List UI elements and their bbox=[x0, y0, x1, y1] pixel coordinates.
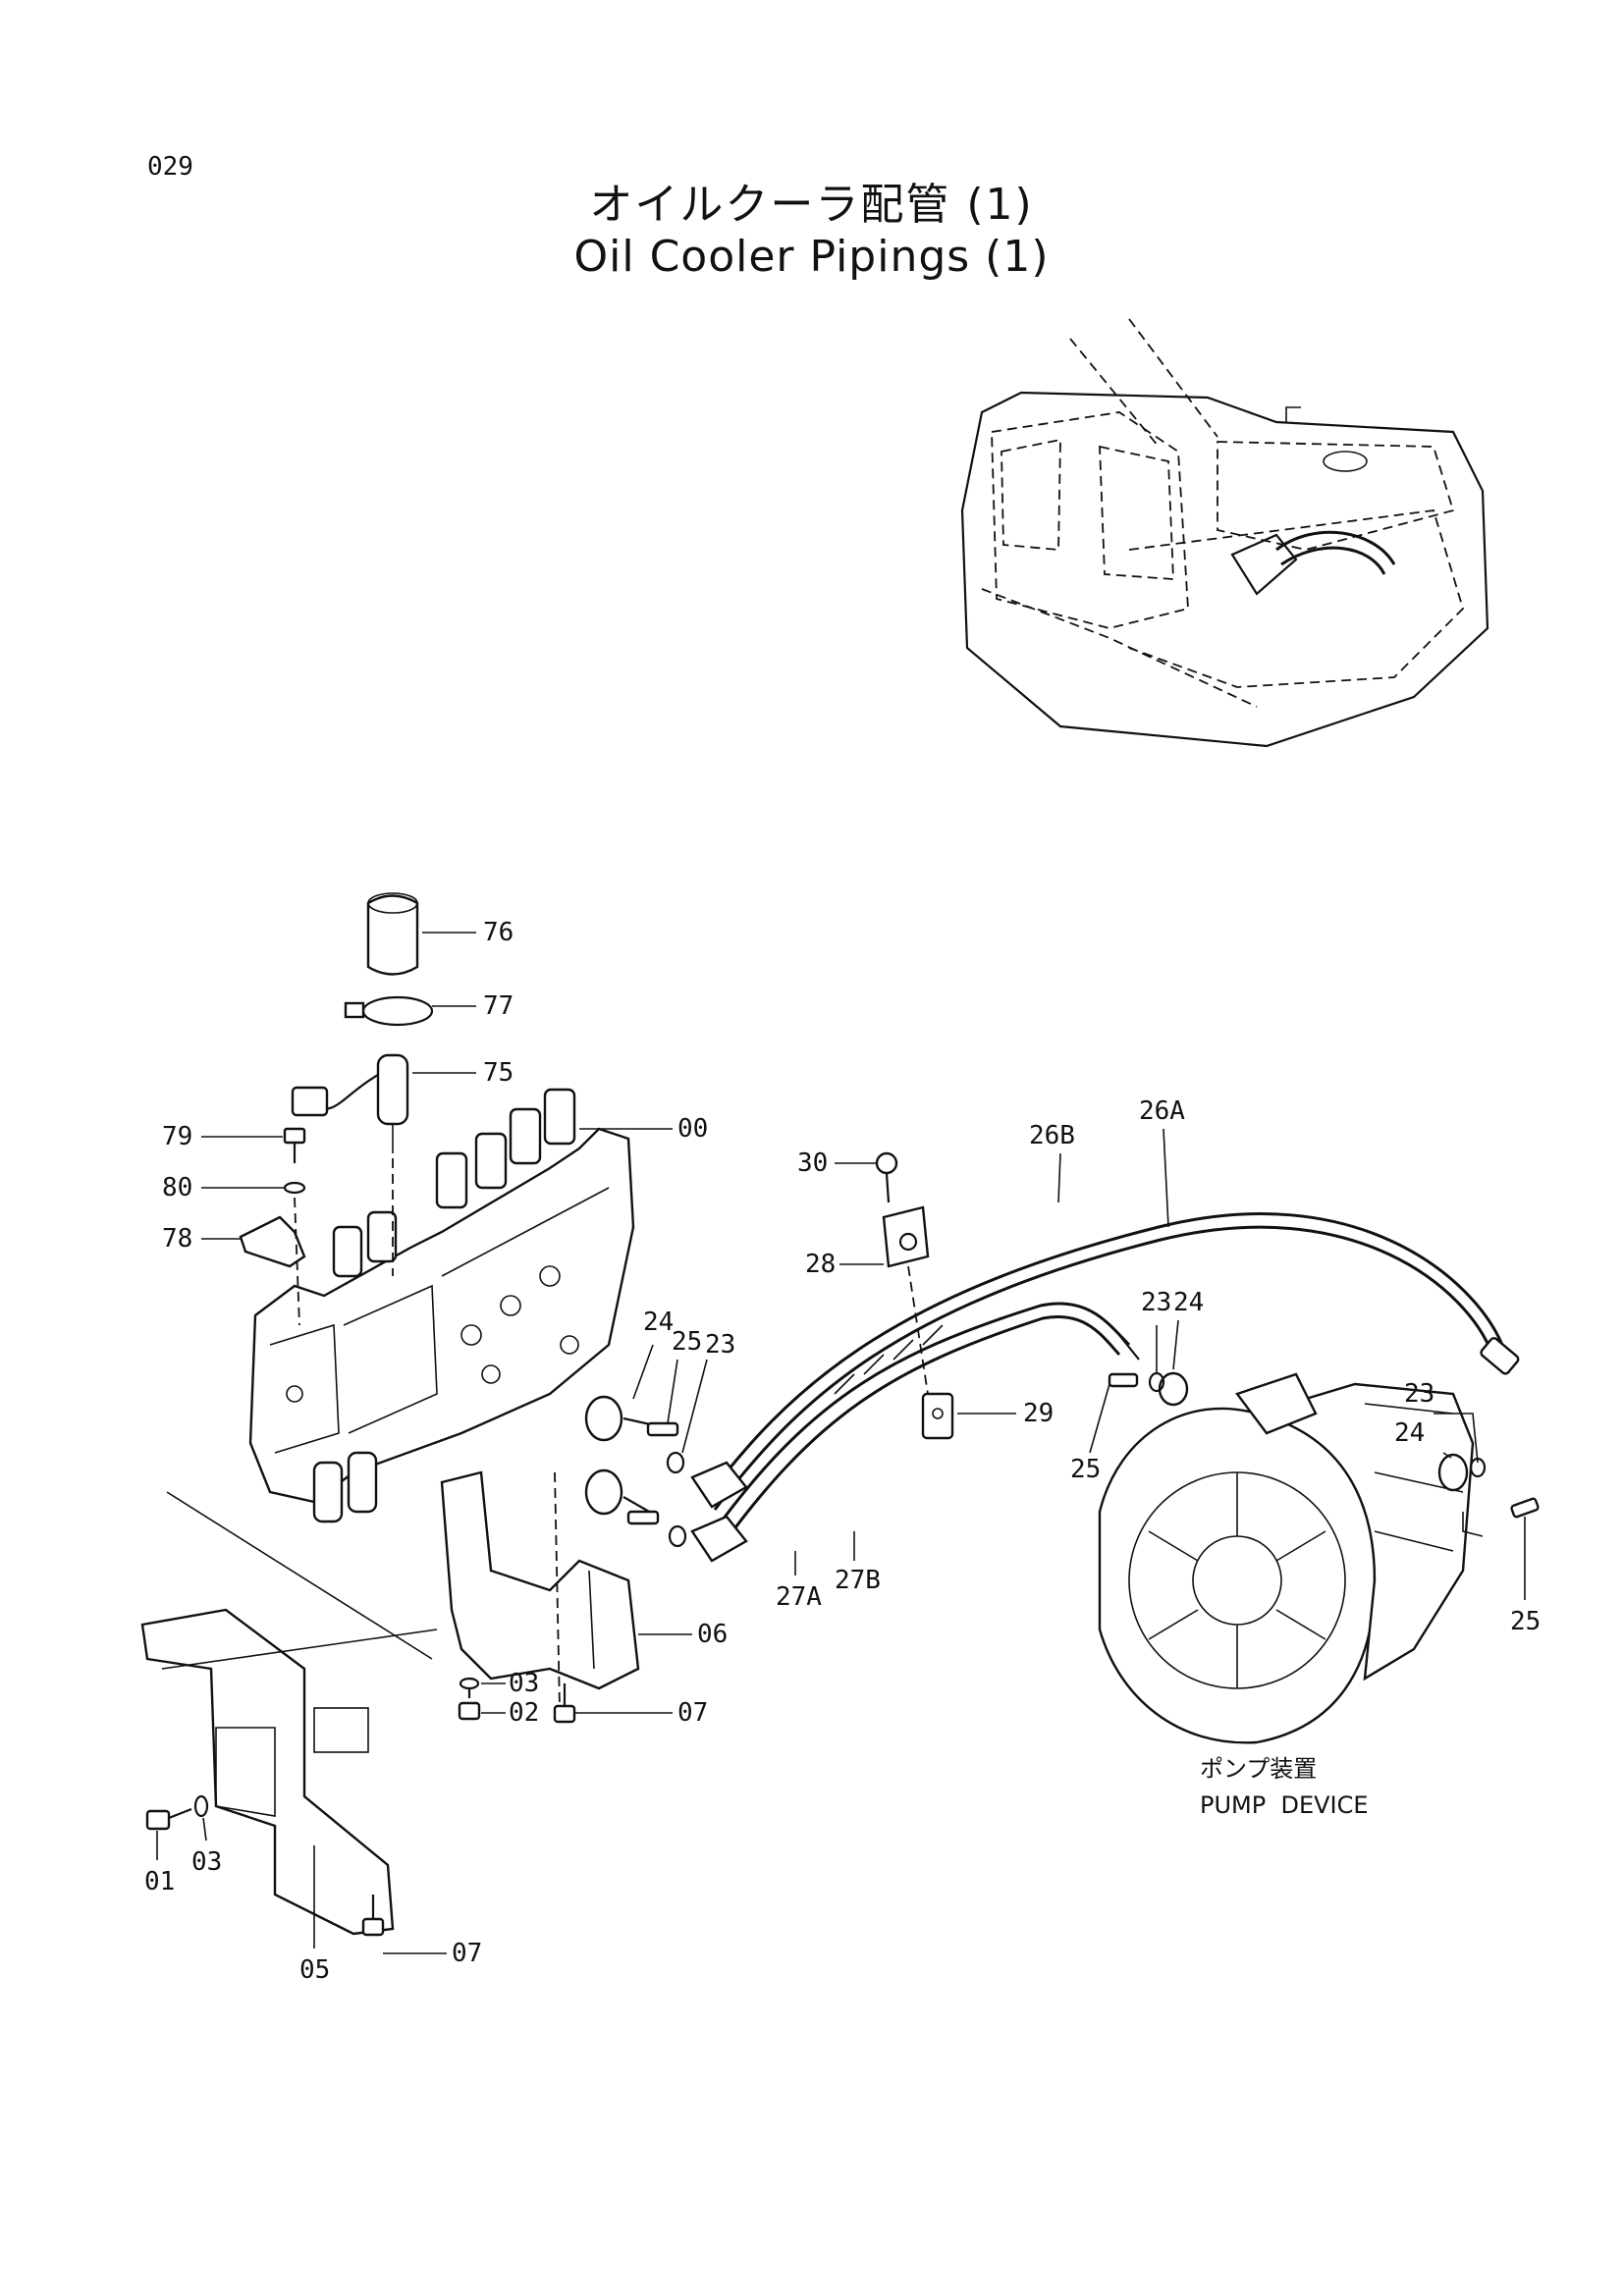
filter-cap-part bbox=[366, 892, 419, 976]
bracket-05 bbox=[140, 1491, 438, 1936]
callout-06: 06 bbox=[697, 1620, 728, 1649]
band-clamp-part bbox=[344, 995, 434, 1027]
clamp-plate-29 bbox=[921, 1392, 954, 1440]
callout-78: 78 bbox=[162, 1224, 192, 1254]
page-title-english: Oil Cooler Pipings (1) bbox=[573, 232, 1050, 282]
callout-03-bracket: 03 bbox=[509, 1669, 539, 1698]
washer-03-left bbox=[193, 1794, 209, 1818]
washer-03-bracket bbox=[459, 1677, 480, 1690]
callout-23-pump-right: 23 bbox=[1404, 1379, 1434, 1409]
pump-device-label-english: PUMP DEVICE bbox=[1200, 1791, 1369, 1819]
clamp-bolt-30 bbox=[875, 1151, 929, 1395]
callout-00: 00 bbox=[677, 1114, 708, 1144]
callout-07-upper: 07 bbox=[677, 1698, 708, 1728]
bracket-06 bbox=[440, 1470, 640, 1709]
page-title-japanese: オイルクーラ配管 (1) bbox=[589, 180, 1034, 230]
callout-76: 76 bbox=[483, 918, 514, 947]
callout-02: 02 bbox=[509, 1698, 539, 1728]
callout-27a: 27A bbox=[776, 1582, 822, 1612]
bolt-01 bbox=[145, 1807, 192, 1831]
callout-25-valve: 25 bbox=[672, 1327, 702, 1357]
valve-flange-lower bbox=[584, 1468, 687, 1548]
callout-05: 05 bbox=[299, 1955, 330, 1985]
callout-23-pump-left: 23 bbox=[1141, 1288, 1171, 1317]
bolt-02 bbox=[458, 1688, 481, 1721]
callout-80: 80 bbox=[162, 1173, 192, 1202]
valve-flange-upper bbox=[584, 1395, 685, 1474]
pump-device-illustration bbox=[1098, 1371, 1540, 1744]
callout-07-lower: 07 bbox=[452, 1939, 482, 1968]
excavator-overview-illustration bbox=[960, 318, 1489, 748]
callout-26a: 26A bbox=[1139, 1096, 1185, 1126]
callout-24-pump-left: 24 bbox=[1173, 1288, 1204, 1317]
callout-28: 28 bbox=[805, 1250, 836, 1279]
hose-fittings bbox=[690, 1334, 1140, 1563]
callout-03-left: 03 bbox=[191, 1847, 222, 1877]
callout-26b: 26B bbox=[1029, 1121, 1075, 1150]
bolt-07-upper bbox=[553, 1683, 576, 1724]
callout-75: 75 bbox=[483, 1058, 514, 1088]
hose-26a bbox=[705, 1212, 1520, 1511]
callout-24-valve: 24 bbox=[643, 1308, 674, 1337]
hose-clamp-28 bbox=[882, 1205, 930, 1268]
pump-device-label-japanese: ポンプ装置 bbox=[1200, 1755, 1317, 1783]
callout-27b: 27B bbox=[835, 1566, 881, 1595]
callout-01: 01 bbox=[144, 1867, 175, 1896]
leader-lines bbox=[156, 932, 1526, 1954]
sensor-switch-part bbox=[291, 1053, 409, 1276]
callout-25-pump-right: 25 bbox=[1510, 1607, 1541, 1636]
callout-30: 30 bbox=[797, 1148, 828, 1178]
bracket-bolt-group bbox=[239, 1127, 306, 1326]
bolt-07-lower bbox=[361, 1895, 385, 1937]
hose-26b bbox=[705, 1302, 1131, 1554]
callout-23-valve: 23 bbox=[705, 1330, 735, 1360]
callout-29: 29 bbox=[1023, 1399, 1054, 1428]
callout-24-pump-right: 24 bbox=[1394, 1418, 1425, 1448]
callout-77: 77 bbox=[483, 991, 514, 1021]
page-number: 029 bbox=[147, 152, 193, 182]
control-valve-assembly bbox=[248, 1088, 635, 1523]
callout-25-pump-left: 25 bbox=[1070, 1455, 1101, 1484]
callout-79: 79 bbox=[162, 1122, 192, 1151]
